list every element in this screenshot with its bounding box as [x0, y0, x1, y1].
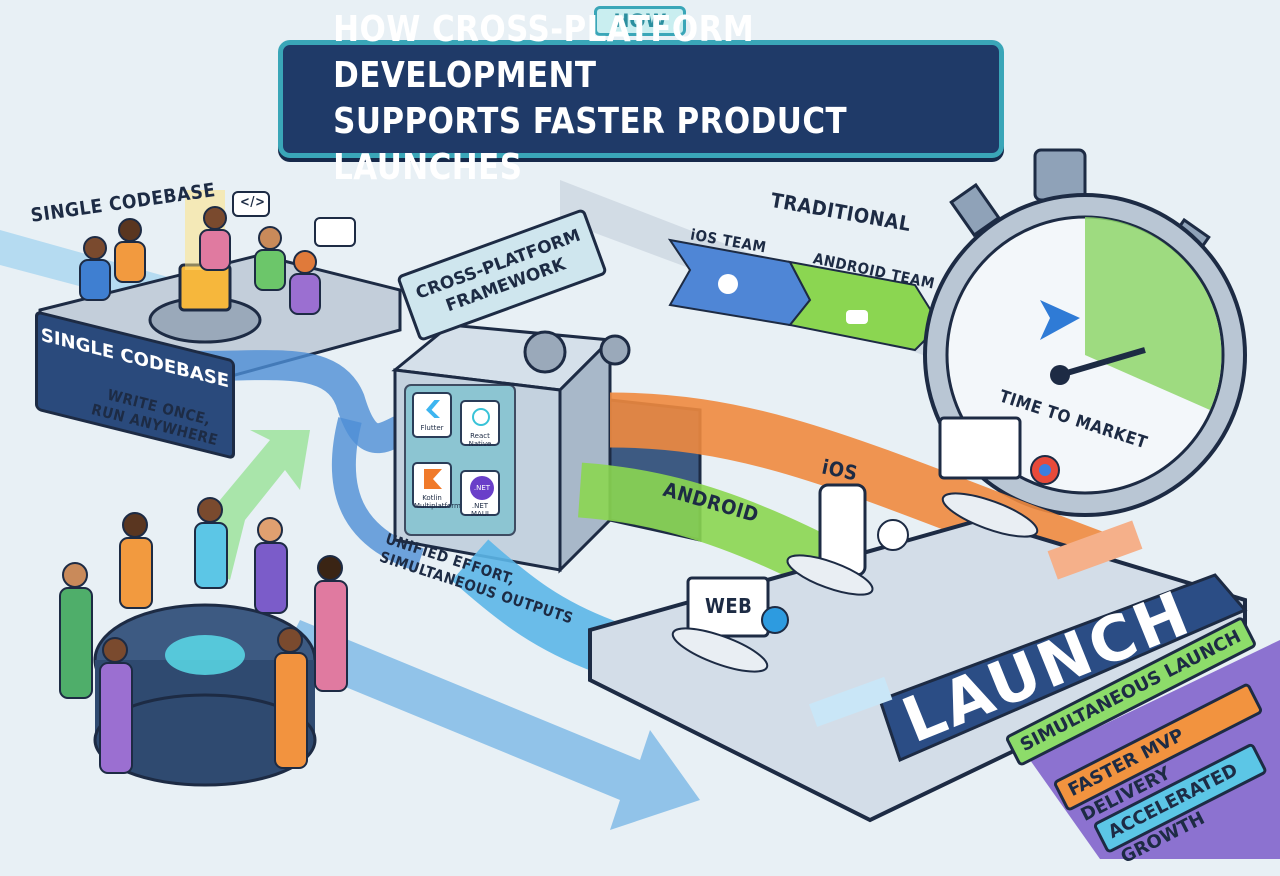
apple-icon — [718, 274, 738, 294]
launch-banner — [878, 573, 1248, 763]
flutter-label: Flutter — [420, 424, 444, 432]
gear-icon — [523, 330, 567, 374]
net-maui-label: .NET MAUI — [470, 502, 490, 518]
code-cube-icon — [178, 263, 232, 312]
rocket-icons — [671, 492, 1039, 673]
code-bubble — [232, 191, 270, 217]
net-icon: .NET — [470, 476, 494, 500]
page-title-line-2: SUPPORTS FASTER PRODUCT LAUNCHES — [333, 101, 848, 188]
how-tag: HOW — [594, 6, 686, 36]
react-native-tile: React Native — [460, 400, 500, 448]
android-icon — [846, 310, 868, 324]
flutter-tile: Flutter — [412, 392, 452, 438]
react-native-label: React Native — [468, 432, 492, 448]
kotlin-tile: Kotlin Multiplatform — [412, 462, 461, 510]
kotlin-label: Kotlin Multiplatform — [414, 494, 461, 510]
web-lane-label: WEB — [705, 594, 753, 618]
desktop-apple-device — [938, 416, 1022, 480]
kotlin-icon — [424, 469, 442, 489]
title-banner: HOW CROSS-PLATFORM DEVELOPMENT SUPPORTS … — [278, 9, 1004, 188]
flutter-icon — [426, 400, 440, 418]
developer-figures — [79, 206, 321, 315]
page-title-line-1: HOW CROSS-PLATFORM DEVELOPMENT — [333, 9, 755, 96]
edge-icon — [761, 606, 789, 634]
code-bubble-text: </> — [240, 195, 266, 210]
hologram-icon — [165, 635, 245, 675]
gear-icon — [599, 334, 631, 366]
net-maui-tile: .NET .NET MAUI — [460, 470, 500, 518]
react-icon — [472, 408, 490, 426]
laptop-web-device — [686, 576, 770, 638]
chat-bubble-icon — [314, 217, 356, 247]
flow-arrow-bottom — [280, 620, 700, 830]
google-icon — [877, 519, 909, 551]
finish-flag — [1047, 520, 1143, 580]
android-team-lane — [788, 260, 942, 352]
finish-flag — [808, 676, 893, 727]
ios-team-lane — [667, 238, 812, 327]
team-figures — [59, 497, 348, 774]
